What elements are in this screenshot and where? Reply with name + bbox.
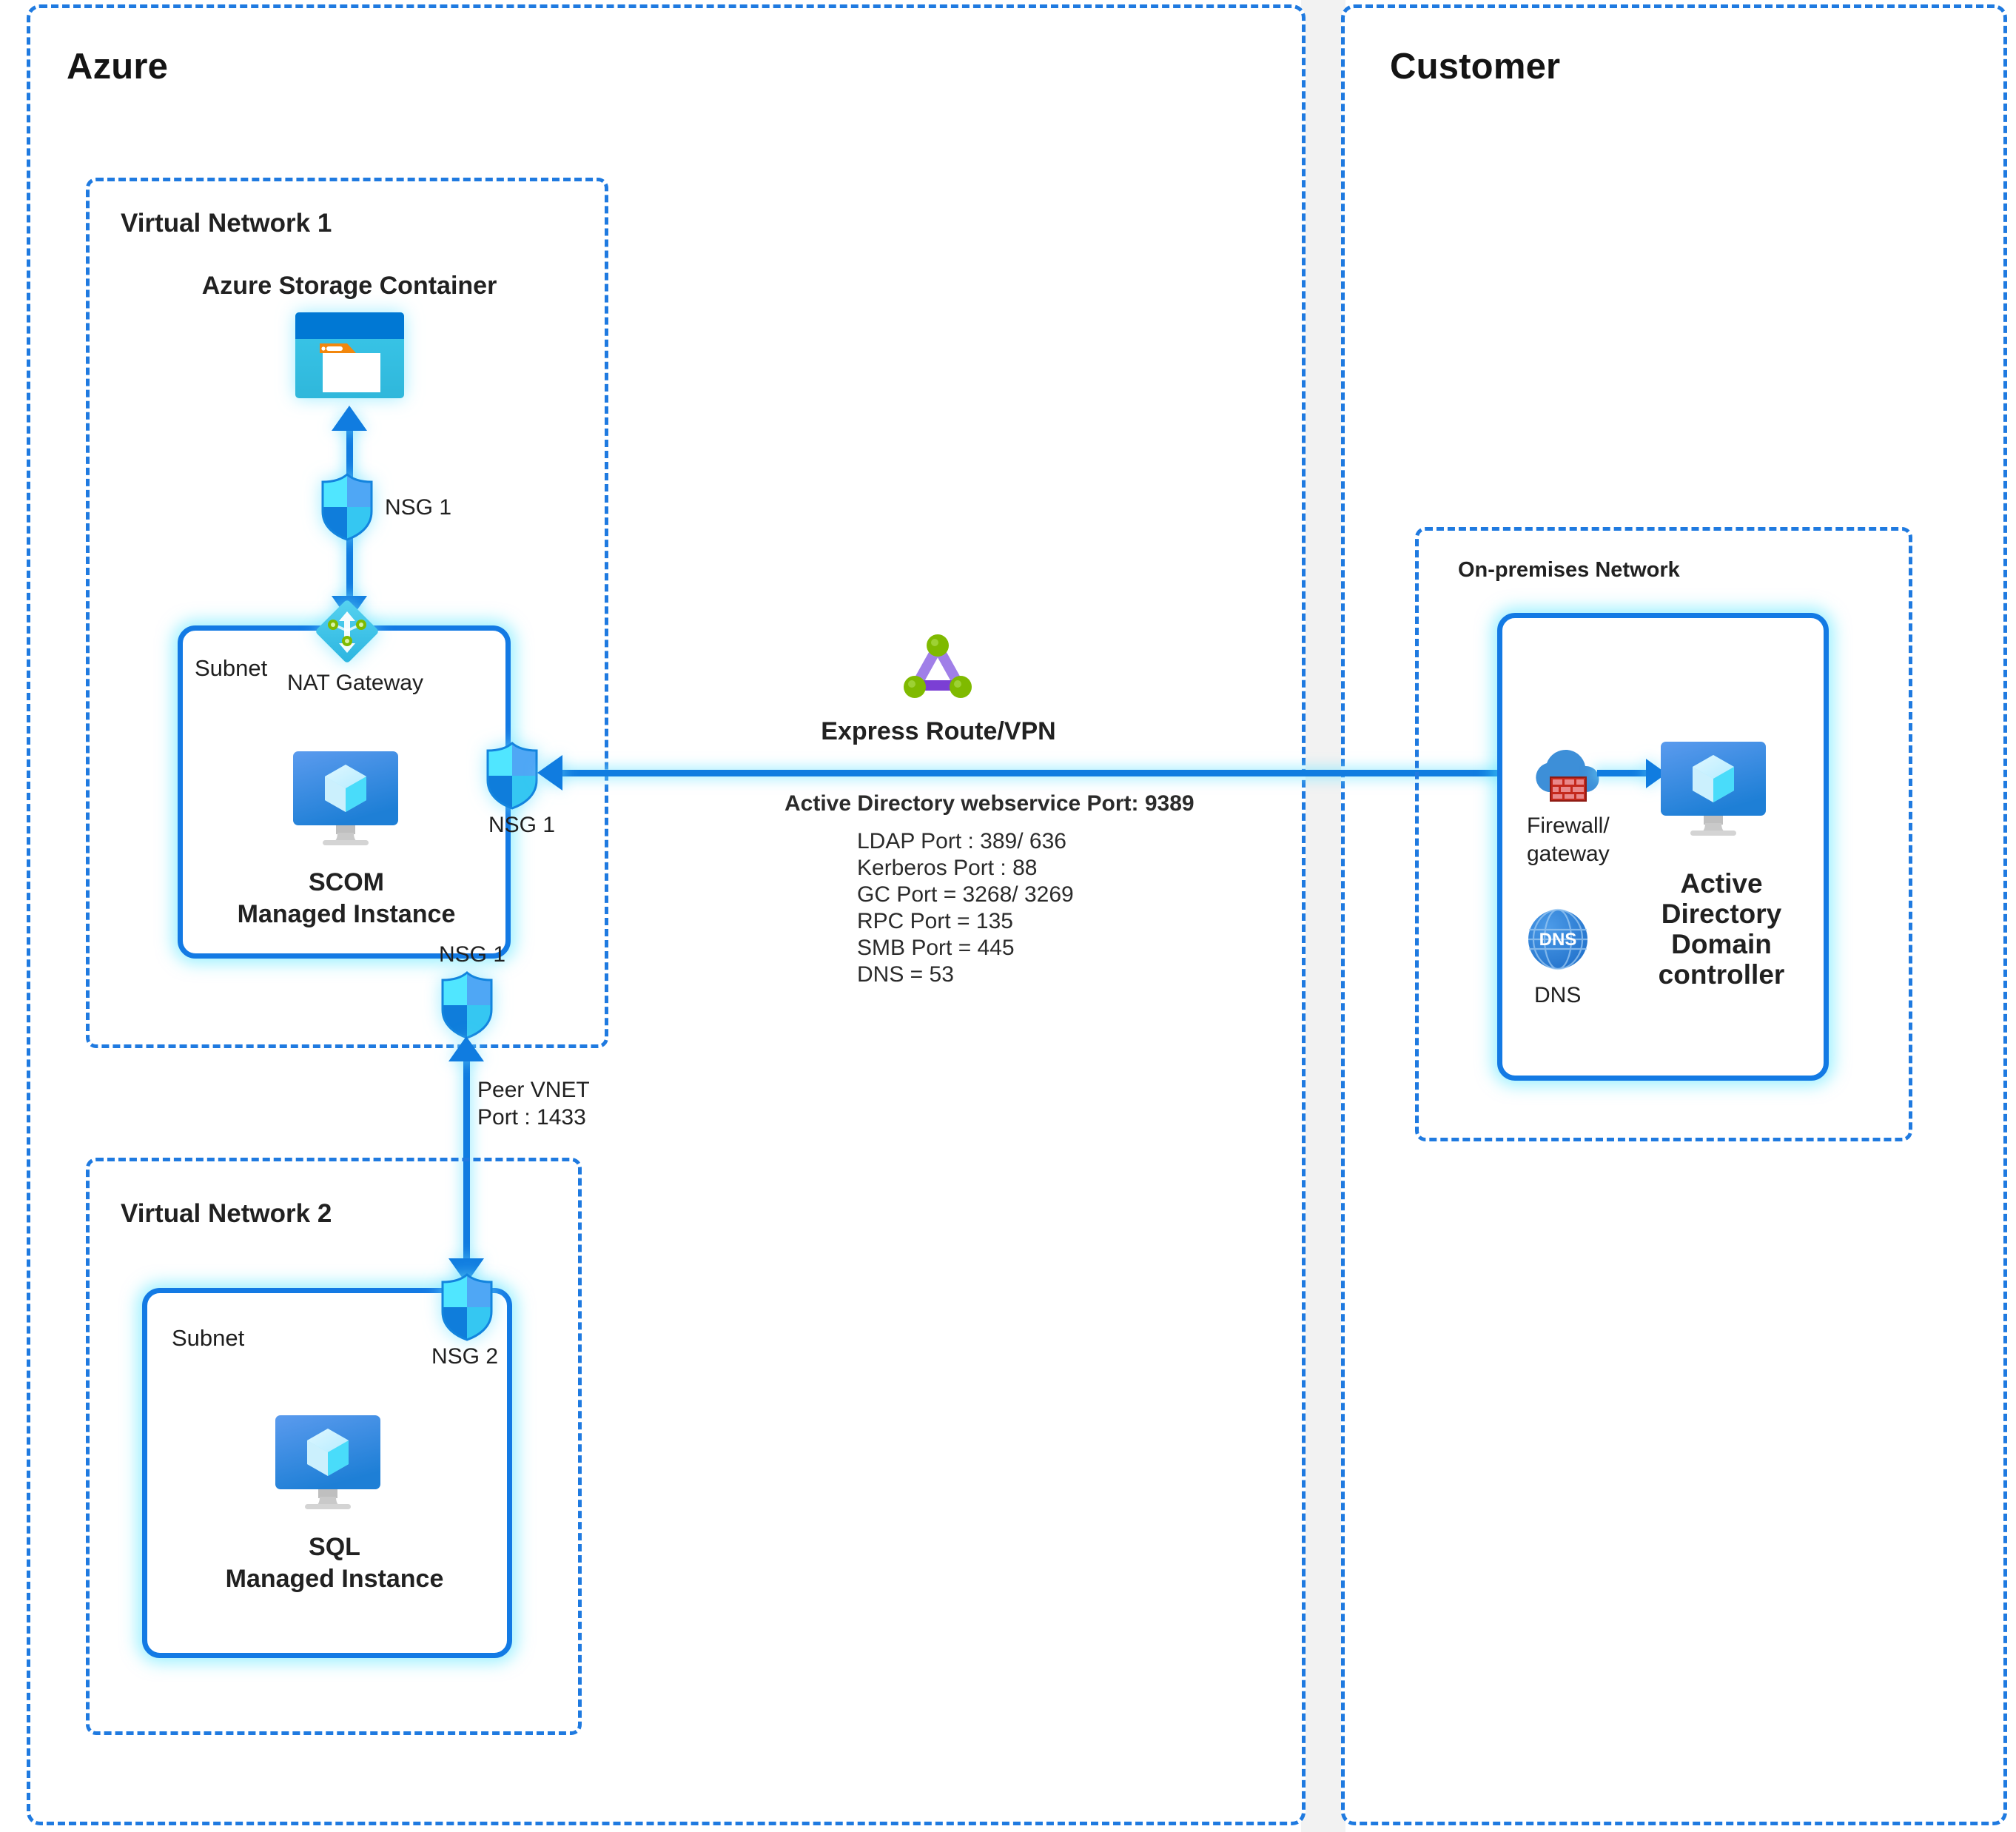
sql-managed-instance-label-line2: Managed Instance [225,1565,444,1593]
subnet-2-title: Subnet [172,1325,245,1351]
express-route-label: Express Route/VPN [821,717,1056,745]
firewall-gateway-label-line2: gateway [1527,842,1610,866]
express-route-icon [898,631,977,705]
sql-managed-instance-label-line1: SQL [309,1533,360,1561]
peer-vnet-arrowhead-up [448,1036,484,1061]
port-line-ldap: LDAP Port : 389/ 636 [857,829,1066,853]
port-line-gc: GC Port = 3268/ 3269 [857,882,1074,907]
port-line-dns: DNS = 53 [857,962,954,987]
domain-controller-label-line1: Active [1680,868,1763,899]
nat-gateway-label: NAT Gateway [287,671,423,695]
ad-webservice-port-heading: Active Directory webservice Port: 9389 [784,791,1195,816]
dns-label: DNS [1534,983,1582,1007]
sql-managed-instance-monitor-icon [272,1414,383,1510]
nsg-1-east-label: NSG 1 [488,813,556,837]
nsg-1-south-label: NSG 1 [439,942,506,967]
dns-globe-icon: DNS [1526,907,1590,971]
domain-controller-monitor-icon [1658,740,1769,836]
peer-vnet-connector [463,1060,470,1284]
on-premises-network-title: On-premises Network [1458,558,1680,582]
azure-storage-container-label: Azure Storage Container [201,272,497,300]
on-premises-inner-box [1497,613,1829,1081]
peer-vnet-label-line2: Port : 1433 [477,1105,586,1130]
domain-controller-label-line4: controller [1658,959,1785,990]
scom-managed-instance-label-line2: Managed Instance [237,900,456,928]
express-route-connector [549,770,1541,776]
firewall-cloud-icon [1529,740,1606,811]
svg-text:DNS: DNS [1539,930,1577,950]
firewall-gateway-label-line1: Firewall/ [1527,813,1610,838]
nsg-2-shield-icon [439,1272,495,1341]
nsg-1-storage-label: NSG 1 [385,495,452,520]
virtual-network-2-box [86,1158,582,1735]
virtual-network-1-title: Virtual Network 1 [121,209,332,238]
domain-controller-label-line2: Directory [1661,899,1782,929]
scom-managed-instance-label-line1: SCOM [309,868,384,896]
azure-zone-title: Azure [67,47,169,87]
port-line-rpc: RPC Port = 135 [857,909,1013,933]
domain-controller-label-line3: Domain [1671,929,1772,959]
port-line-kerberos: Kerberos Port : 88 [857,856,1038,880]
express-route-arrowhead-left [537,755,562,791]
firewall-to-domain-controller-connector [1597,770,1647,776]
nat-gateway-icon [314,598,380,665]
nsg-1-east-shield-icon [484,741,540,810]
nsg-2-label: NSG 2 [431,1344,499,1369]
azure-storage-container-icon [294,311,406,400]
nsg-1-storage-shield-icon [319,472,375,541]
customer-zone-title: Customer [1390,47,1561,87]
zone-seam [1301,0,1345,1832]
nsg-1-south-shield-icon [439,970,495,1039]
on-premises-network-box [1415,527,1912,1141]
port-line-smb: SMB Port = 445 [857,936,1015,960]
storage-connector-arrowhead-up [332,406,367,431]
subnet-1-title: Subnet [195,655,268,681]
virtual-network-2-title: Virtual Network 2 [121,1199,332,1228]
virtual-network-1-box [86,178,608,1048]
peer-vnet-label-line1: Peer VNET [477,1078,590,1102]
scom-managed-instance-monitor-icon [290,750,401,846]
